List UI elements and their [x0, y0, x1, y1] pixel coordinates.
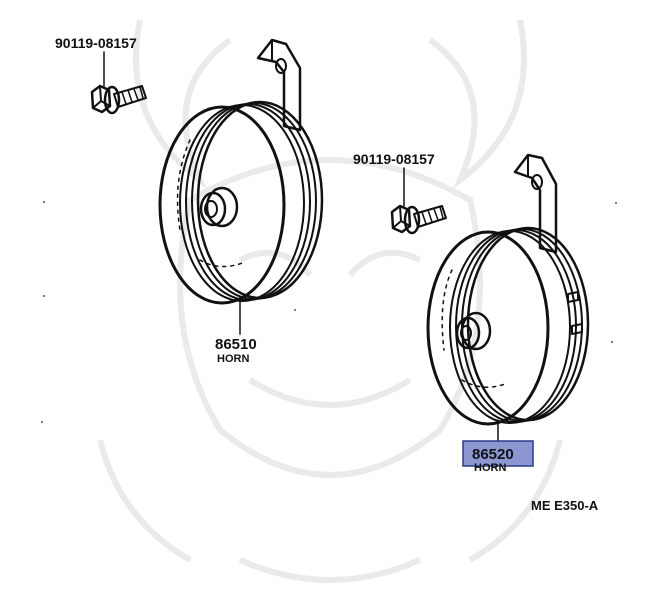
bolt-left-icon — [90, 84, 147, 115]
bolt-left-number: 90119-08157 — [55, 35, 137, 51]
horn-right-name: HORN — [474, 462, 506, 474]
horn-left-name: HORN — [217, 353, 249, 365]
scan-specks — [41, 201, 617, 423]
horn-left-icon — [158, 38, 324, 305]
horn-right-icon — [426, 153, 590, 426]
bolt-right-icon — [390, 204, 447, 235]
horn-right-number: 86520 — [472, 446, 514, 463]
watermark-logo — [97, 19, 563, 583]
horn-right-highlight — [462, 440, 534, 467]
horn-left-number: 86510 — [215, 336, 257, 353]
bolt-right-number: 90119-08157 — [353, 151, 435, 167]
drawing-code: ME E350-A — [531, 498, 599, 513]
